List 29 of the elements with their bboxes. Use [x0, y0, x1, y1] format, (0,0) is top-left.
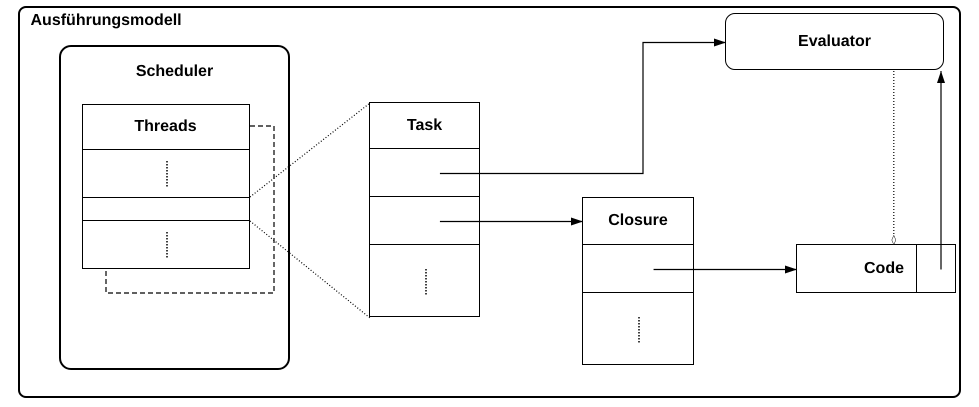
node-title: Code	[864, 260, 904, 278]
connector-line	[250, 102, 370, 198]
node-title: Scheduler	[134, 63, 214, 81]
table-cell	[369, 244, 480, 317]
table-cell	[82, 220, 250, 268]
table-cell	[369, 196, 480, 245]
table-cell	[582, 197, 694, 245]
table-cell	[796, 244, 917, 293]
node-title: Ausführungsmodell	[30, 12, 182, 30]
rounded-box	[725, 13, 944, 70]
node-title: Evaluator	[798, 32, 871, 50]
table-cell	[82, 104, 250, 150]
arrow	[440, 218, 583, 226]
table-cell	[582, 292, 694, 365]
node-title: Task	[406, 116, 442, 134]
arrow	[654, 266, 797, 274]
node-title: Threads	[134, 118, 197, 136]
arrow	[440, 38, 726, 174]
frame-box	[18, 6, 960, 398]
arrow	[937, 71, 945, 270]
table-cell	[916, 244, 956, 293]
table-cell	[82, 196, 250, 220]
table-cell	[369, 148, 480, 197]
node-title: Closure	[608, 212, 668, 230]
connector-line	[250, 220, 370, 318]
table-cell	[82, 148, 250, 198]
table-cell	[582, 244, 694, 293]
rounded-box	[59, 45, 290, 370]
table-cell	[369, 102, 480, 149]
